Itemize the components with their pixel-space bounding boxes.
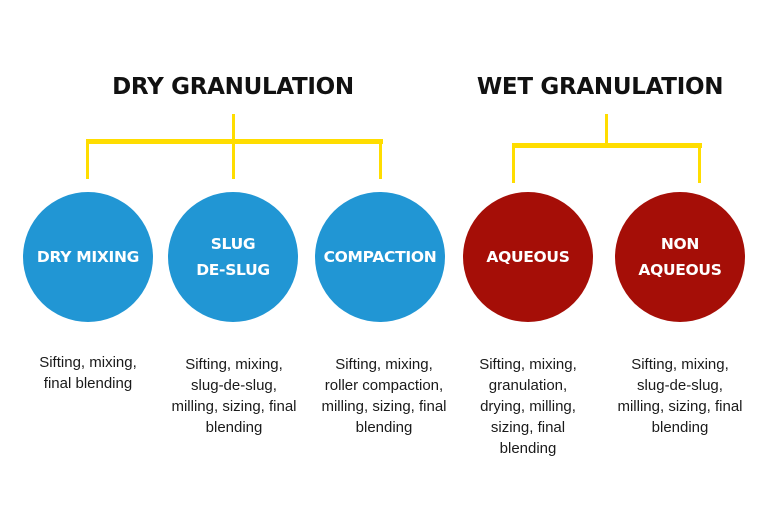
wet-granulation-title: WET GRANULATION — [476, 74, 724, 100]
dry-connector-drop-3 — [379, 139, 382, 179]
slug-de-slug-node: SLUG DE-SLUG — [168, 192, 298, 322]
non-aqueous-description: Sifting, mixing, slug-de-slug, milling, … — [617, 356, 743, 436]
dry-granulation-title: DRY GRANULATION — [112, 74, 354, 100]
dry-mixing-node: DRY MIXING — [23, 192, 153, 322]
wet-connector-drop-2 — [698, 143, 701, 183]
dry-connector-drop-1 — [86, 139, 89, 179]
slug-de-slug-description: Sifting, mixing, slug-de-slug, milling, … — [171, 356, 297, 436]
wet-connector-drop-1 — [512, 143, 515, 183]
compaction-description: Sifting, mixing, roller compaction, mill… — [321, 356, 447, 436]
aqueous-description: Sifting, mixing, granulation, drying, mi… — [479, 356, 577, 457]
dry-connector-stem — [232, 114, 235, 142]
wet-connector-bar — [512, 143, 702, 148]
wet-connector-stem — [605, 114, 608, 146]
dry-mixing-description: Sifting, mixing, final blending — [39, 354, 137, 392]
dry-connector-drop-2 — [232, 139, 235, 179]
non-aqueous-node: NON AQUEOUS — [615, 192, 745, 322]
aqueous-node: AQUEOUS — [463, 192, 593, 322]
compaction-node: COMPACTION — [315, 192, 445, 322]
